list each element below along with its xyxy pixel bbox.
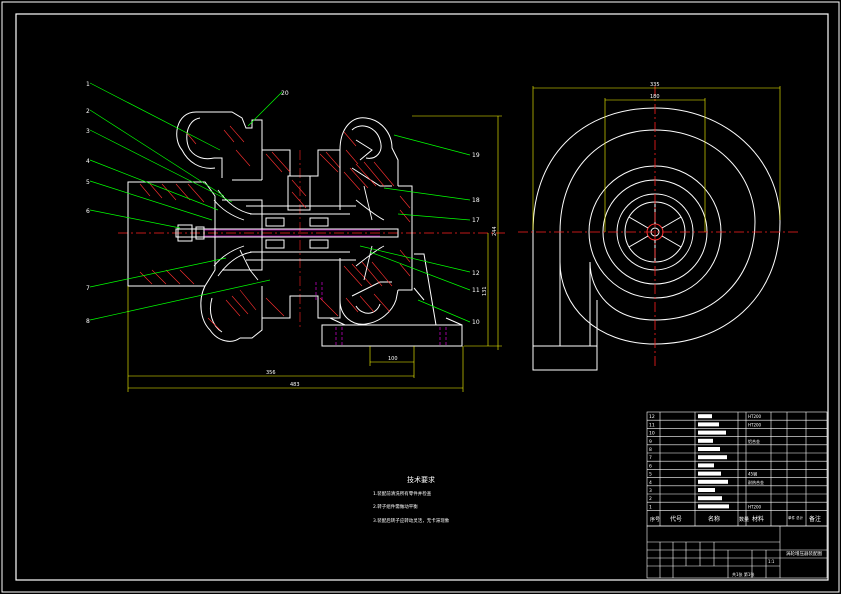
- callout-5: 5: [86, 179, 90, 186]
- leader-lines-left: [89, 82, 283, 321]
- title-block: [646, 525, 828, 579]
- parts-row-material: 铝合金: [748, 438, 760, 444]
- parts-row-index: 7: [649, 455, 652, 461]
- parts-row-name-text: [698, 422, 719, 427]
- dimensions-end-view: [532, 86, 781, 232]
- dim-335: 335: [650, 82, 660, 88]
- parts-row-index: 6: [649, 463, 652, 469]
- parts-row-index: 11: [649, 422, 655, 428]
- parts-row-name-text: [698, 463, 714, 468]
- header-material: 材料: [752, 515, 764, 523]
- callout-7: 7: [86, 285, 90, 292]
- dim-356: 356: [266, 370, 276, 376]
- end-view-centerlines: [518, 86, 800, 366]
- outlet-duct: [532, 232, 598, 371]
- bearing-hatch: [265, 151, 341, 317]
- drawing-sheet: 共1张 第1张: [732, 571, 754, 577]
- tech-req-title: 技术要求: [407, 475, 435, 484]
- compressor-impeller: [213, 189, 259, 281]
- parts-row-name-text: [698, 455, 727, 460]
- dim-131: 131: [482, 286, 488, 296]
- parts-row-name-text: [698, 496, 722, 501]
- header-remark: 备注: [809, 515, 821, 523]
- parts-row-index: 3: [649, 488, 652, 494]
- header-weight: 单件 总计: [788, 515, 804, 520]
- tech-req-item-2: 2.转子组件需做动平衡: [373, 503, 418, 510]
- parts-row-index: 5: [649, 472, 652, 478]
- callout-10: 10: [472, 319, 480, 326]
- base-hidden-lines: [315, 282, 447, 345]
- callout-8: 8: [86, 318, 90, 325]
- technical-requirements: 技术要求 1.装配前清洗所有零件并检查 2.转子组件需做动平衡 3.装配后转子应…: [373, 475, 450, 524]
- drawing-title: 涡轮增压器装配图: [786, 550, 822, 557]
- parts-row-material: 45钢: [748, 471, 757, 477]
- callout-6: 6: [86, 208, 90, 215]
- end-view: [532, 107, 781, 371]
- callout-17: 17: [472, 217, 480, 224]
- callouts-right: 19 18 17 12 11 10: [472, 152, 480, 326]
- compressor-housing: [127, 111, 263, 342]
- parts-row-index: 10: [649, 431, 655, 437]
- dim-100: 100: [388, 356, 398, 362]
- tech-req-item-3: 3.装配后转子应转动灵活，无卡滞现象: [373, 517, 450, 524]
- drawing-scale: 1:1: [768, 559, 775, 564]
- header-name: 名称: [708, 515, 720, 523]
- callout-12: 12: [472, 270, 480, 277]
- leader-lines-right: [359, 134, 471, 323]
- parts-row-name-text: [698, 488, 715, 492]
- parts-row-index: 8: [649, 447, 652, 453]
- parts-row-material: HT200: [748, 422, 762, 427]
- dimension-texts-end-view: 335 180: [650, 82, 660, 100]
- callout-20: 20: [281, 90, 289, 97]
- header-code: 代号: [670, 515, 682, 523]
- dimensions-left-view: [127, 115, 502, 392]
- parts-row-index: 9: [649, 439, 652, 445]
- parts-row-name-text: [698, 504, 729, 509]
- compressor-hatch: [139, 125, 257, 331]
- dimension-texts-left: 483 356 100 244 131: [266, 226, 498, 388]
- turbine-hatch: [343, 131, 411, 313]
- turbine-housing: [321, 117, 463, 347]
- rotor-shaft: [175, 224, 399, 242]
- sectional-view: [118, 111, 505, 347]
- callouts-left: 1 2 3 4 5 6 7 8 20: [86, 81, 289, 325]
- parts-row-index: 4: [649, 480, 652, 486]
- callout-2: 2: [86, 108, 90, 115]
- callout-18: 18: [472, 197, 480, 204]
- parts-row-index: 2: [649, 496, 652, 502]
- callout-1: 1: [86, 81, 90, 88]
- dim-244: 244: [492, 226, 498, 236]
- parts-row-name-text: [698, 438, 713, 443]
- parts-list-header: 序号 代号 名称 数量 材料 单件 总计 备注: [650, 515, 821, 523]
- callout-3: 3: [86, 128, 90, 135]
- title-block-texts: 涡轮增压器装配图 1:1 共1张 第1张: [732, 550, 822, 577]
- header-qty: 数量: [739, 516, 749, 523]
- header-index: 序号: [650, 516, 660, 523]
- parts-row-index: 1: [649, 504, 652, 510]
- parts-list: [646, 411, 828, 527]
- dim-180: 180: [650, 94, 660, 100]
- parts-row-name-text: [698, 414, 712, 419]
- callout-11: 11: [472, 287, 480, 294]
- parts-row-material: HT200: [748, 504, 762, 509]
- drawing-border: [15, 13, 829, 581]
- turbine-wheel: [355, 185, 385, 281]
- parts-row-name-text: [698, 447, 720, 451]
- parts-row-material: 耐热合金: [748, 479, 764, 485]
- dim-483: 483: [290, 382, 300, 388]
- parts-row-name-text: [698, 430, 726, 435]
- tech-req-item-1: 1.装配前清洗所有零件并检查: [373, 490, 432, 497]
- callout-4: 4: [86, 158, 90, 165]
- volute-inner-spiral: [559, 129, 756, 321]
- parts-row-name-text: [698, 479, 728, 484]
- callout-19: 19: [472, 152, 480, 159]
- volute-outer-spiral: [532, 107, 781, 345]
- parts-row-index: 12: [649, 414, 655, 420]
- parts-row-name-text: [698, 471, 721, 476]
- parts-row-material: HT200: [748, 414, 762, 419]
